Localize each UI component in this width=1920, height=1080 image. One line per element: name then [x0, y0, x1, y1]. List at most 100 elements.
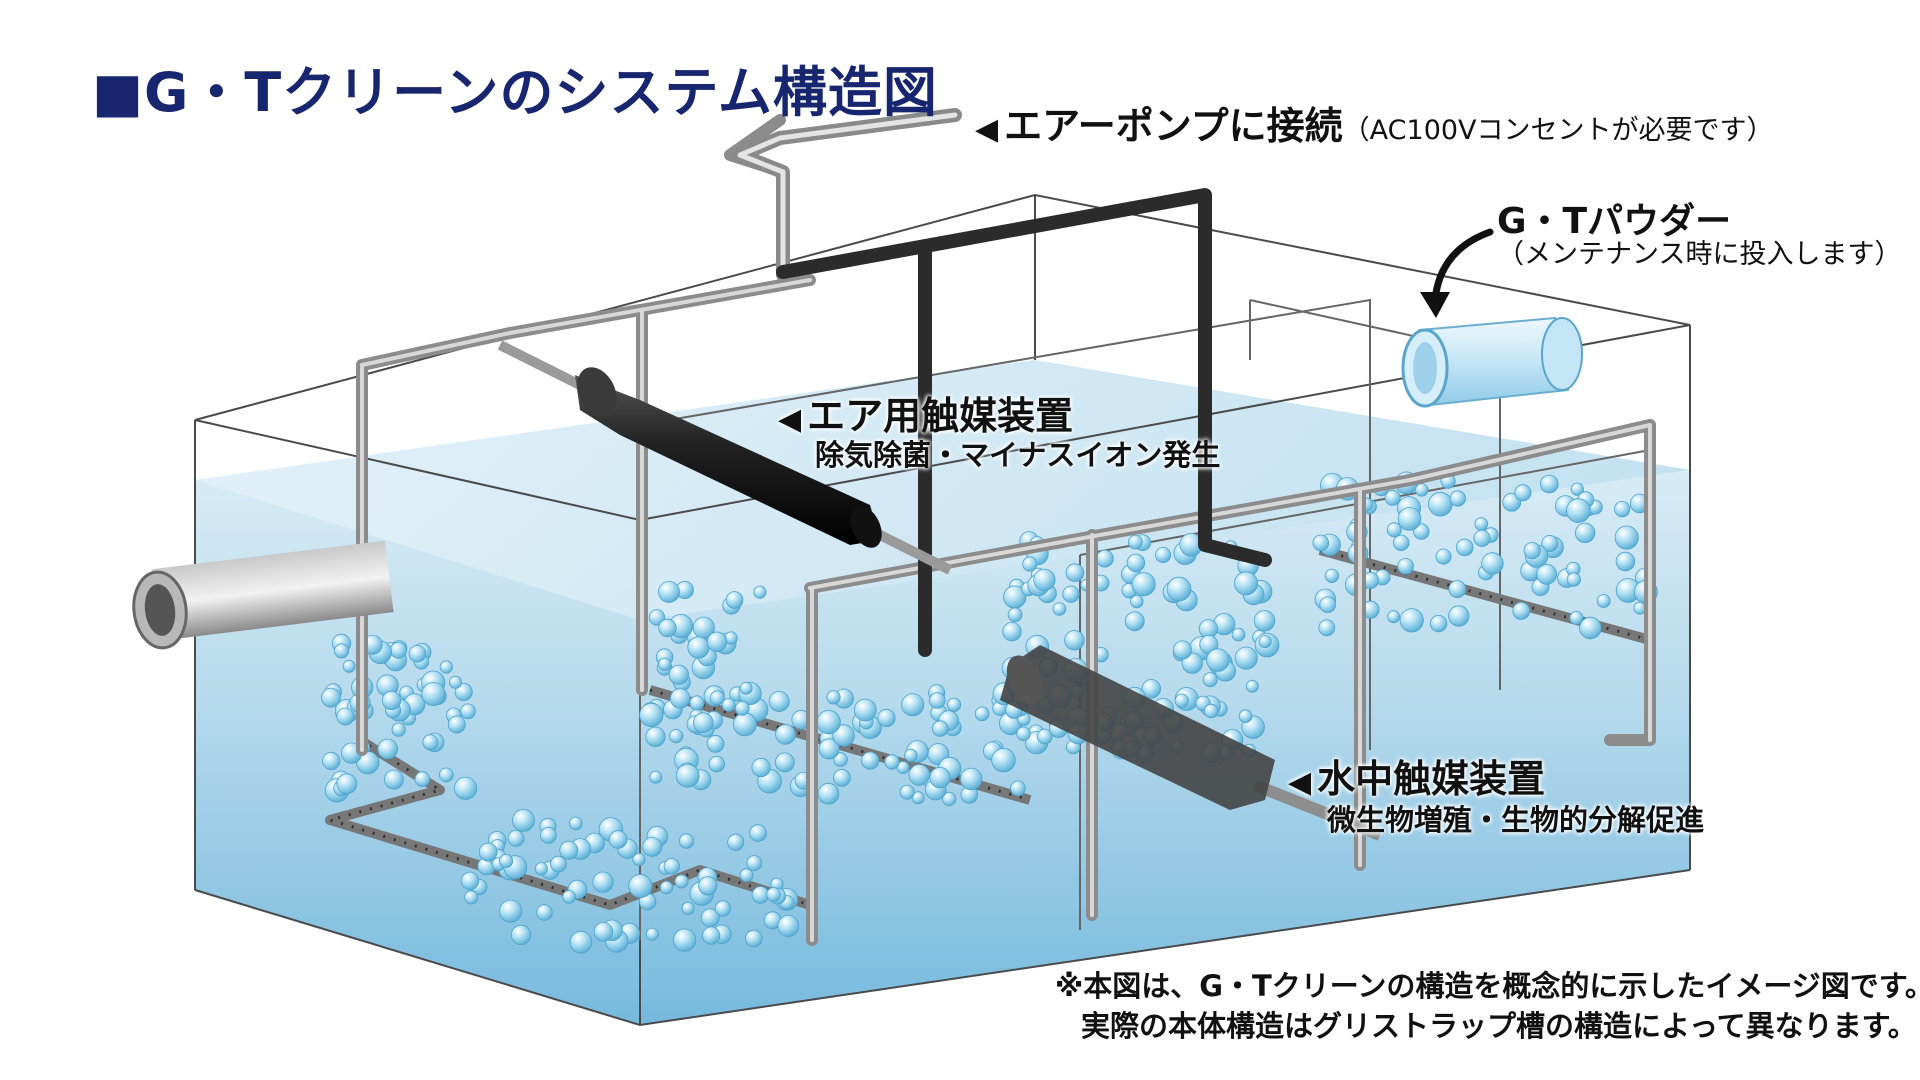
- bubble: [592, 871, 614, 893]
- bubble: [391, 722, 406, 737]
- bubble: [1448, 605, 1470, 627]
- page-title: ■G・Tクリーンのシステム構造図: [92, 61, 938, 124]
- bubble: [1397, 557, 1414, 575]
- bubble: [1428, 491, 1453, 517]
- bubble: [1062, 585, 1080, 603]
- bubble: [1579, 616, 1602, 640]
- bubble: [1234, 571, 1259, 596]
- bubble: [901, 693, 925, 717]
- bubble: [749, 824, 767, 842]
- bubble: [383, 769, 404, 790]
- air-catalyst-label-main: エア用触媒装置: [807, 394, 1074, 438]
- bubble: [702, 926, 721, 945]
- bubble: [734, 700, 750, 716]
- bubble: [929, 766, 951, 789]
- bubble: [448, 675, 462, 689]
- bubble: [678, 833, 695, 849]
- bubble: [775, 724, 796, 745]
- bubble: [1231, 627, 1246, 642]
- bubble: [453, 776, 478, 800]
- bubble: [774, 752, 795, 773]
- disclaimer-line-1: ※本図は、G・Tクリーンの構造を概念的に示したイメージ図です。: [1055, 969, 1920, 1003]
- bubble: [1596, 594, 1611, 608]
- bubble: [689, 695, 705, 711]
- bubble: [899, 784, 915, 800]
- gt-powder-label-sub: （メンテナンス時に投入します）: [1497, 239, 1902, 270]
- bubble: [826, 690, 841, 705]
- bubble: [1258, 635, 1272, 649]
- bubble: [659, 880, 674, 895]
- bubble: [733, 712, 757, 737]
- bubble: [1570, 482, 1584, 496]
- bubble: [692, 712, 714, 733]
- bubble: [1166, 576, 1192, 602]
- bubble: [568, 816, 583, 831]
- bubble: [1449, 490, 1466, 507]
- bubble: [708, 755, 725, 773]
- bubble: [1413, 523, 1430, 540]
- bubble: [464, 890, 479, 905]
- bubble: [1512, 602, 1531, 620]
- bubble: [642, 837, 663, 857]
- bubble: [342, 659, 356, 673]
- bubble: [447, 715, 466, 734]
- bubble: [1566, 498, 1591, 523]
- bubble: [768, 691, 790, 713]
- bubble: [559, 840, 579, 860]
- pointer-left-icon: ◀: [778, 402, 802, 437]
- bubble: [1131, 572, 1156, 597]
- water-catalyst-label: ◀水中触媒装置: [1288, 748, 1545, 803]
- bubble: [1312, 534, 1330, 552]
- gt-powder-arrow: [1420, 228, 1494, 318]
- bubble: [674, 874, 689, 889]
- bubble: [946, 697, 962, 712]
- bubble: [727, 833, 745, 851]
- bubble: [861, 751, 880, 770]
- bubble: [421, 682, 446, 707]
- bubble: [1174, 693, 1189, 708]
- bubble: [1615, 551, 1636, 572]
- bubble: [414, 771, 431, 787]
- bubble: [1033, 568, 1056, 591]
- air-catalyst-label: ◀エア用触媒装置: [778, 385, 1073, 440]
- bubble: [668, 728, 684, 744]
- bubble: [658, 657, 672, 671]
- bubble: [536, 904, 553, 921]
- air-catalyst-device: [497, 340, 953, 575]
- bubble: [1392, 534, 1410, 552]
- bubble: [1234, 646, 1258, 670]
- bubble: [751, 757, 771, 778]
- bubble: [681, 901, 695, 915]
- bubble: [510, 924, 532, 946]
- bubble: [377, 738, 399, 760]
- disclaimer-line-2: 実際の本体構造はグリストラップ槽の構造によって異なります。: [1081, 1009, 1917, 1043]
- bubble: [1474, 517, 1489, 531]
- bubble: [1064, 630, 1085, 651]
- bubble: [709, 690, 725, 706]
- bubble: [1386, 522, 1402, 538]
- bubble: [334, 643, 350, 659]
- bubble: [438, 767, 454, 783]
- bubble: [1414, 483, 1429, 497]
- bubble: [1514, 484, 1532, 502]
- bubble: [668, 664, 689, 685]
- bubble: [1324, 568, 1340, 583]
- air-pump-label-main: エアーポンプに接続: [1004, 104, 1343, 148]
- bubble: [663, 858, 681, 875]
- air-pump-label-sub: （AC100Vコンセントが必要です）: [1342, 115, 1774, 146]
- bubble: [739, 868, 754, 883]
- gt-powder-label: G・Tパウダー: [1497, 192, 1731, 244]
- bubble: [1574, 522, 1596, 544]
- bubble: [336, 773, 358, 795]
- bubble: [1319, 596, 1336, 613]
- bubble: [1124, 611, 1145, 632]
- bubble: [1541, 535, 1559, 553]
- bubble: [816, 709, 841, 735]
- water-catalyst-device: [1000, 645, 1383, 841]
- bubble: [745, 929, 763, 948]
- bubble: [569, 930, 593, 954]
- bubble: [658, 581, 680, 603]
- bubble: [853, 698, 877, 722]
- dark-pipe-network: [776, 188, 1272, 657]
